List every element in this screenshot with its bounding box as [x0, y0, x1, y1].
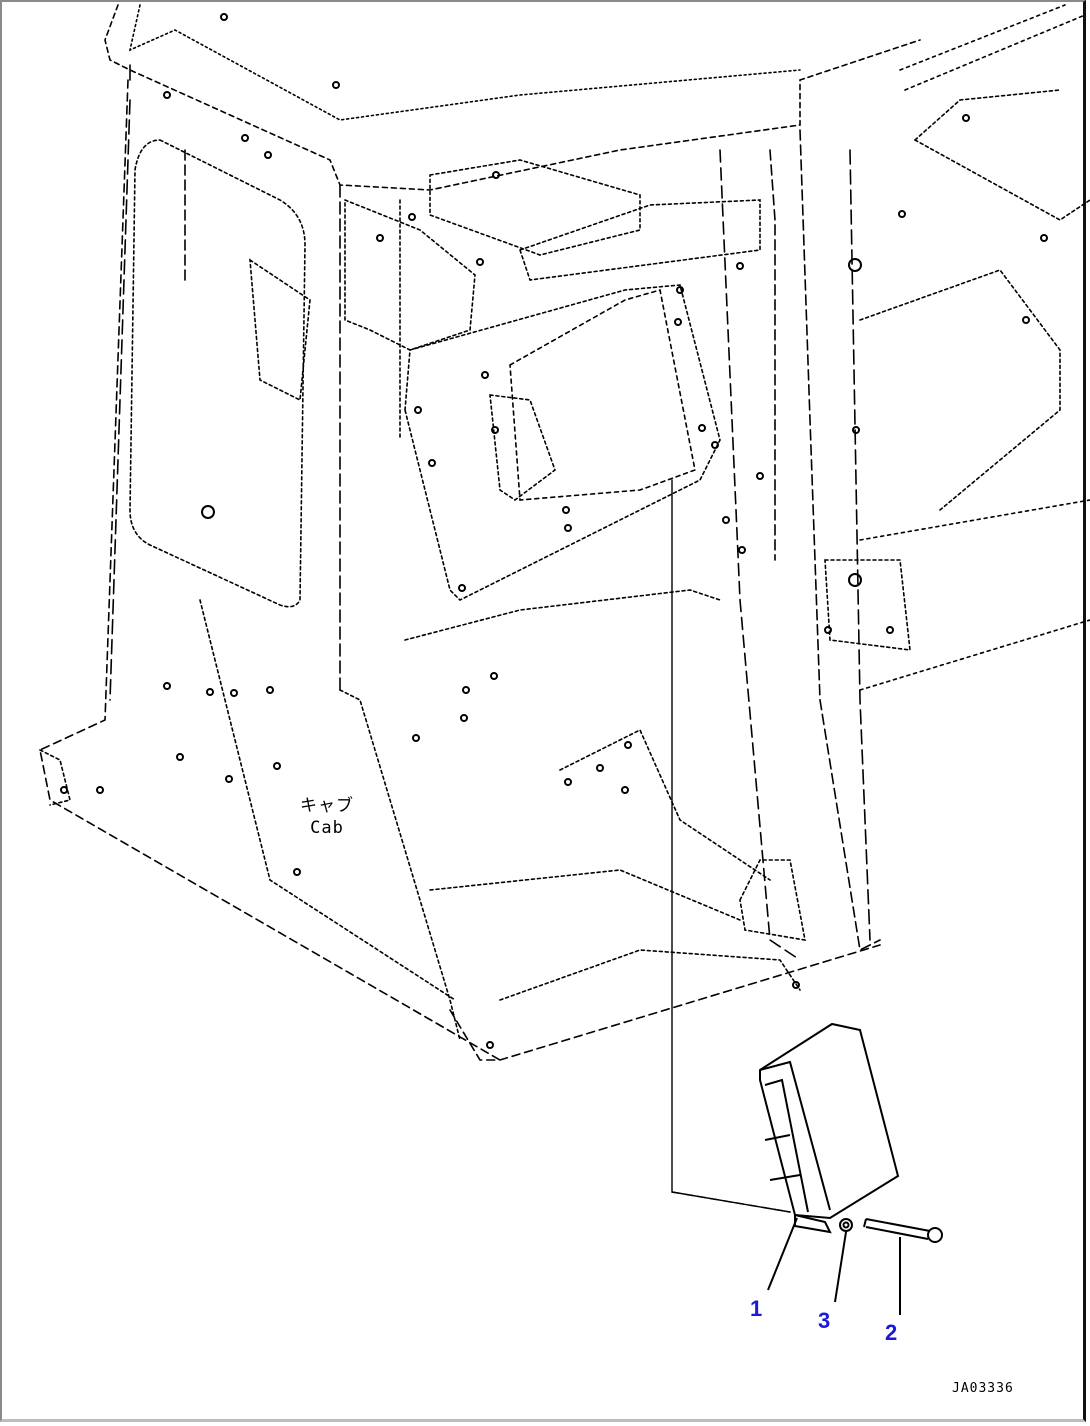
- callout-1-controller: 1: [750, 1296, 763, 1321]
- cab-label: キャブ Cab: [300, 795, 354, 839]
- callout-2-bolt: 2: [885, 1320, 898, 1345]
- controller-unit: [759, 1022, 900, 1234]
- cab-label-english: Cab: [310, 818, 344, 838]
- washer: [839, 1218, 853, 1232]
- cab-label-japanese: キャブ: [300, 796, 354, 816]
- drawing-code: JA03336: [952, 1381, 1014, 1396]
- callout-3-washer: 3: [818, 1308, 831, 1333]
